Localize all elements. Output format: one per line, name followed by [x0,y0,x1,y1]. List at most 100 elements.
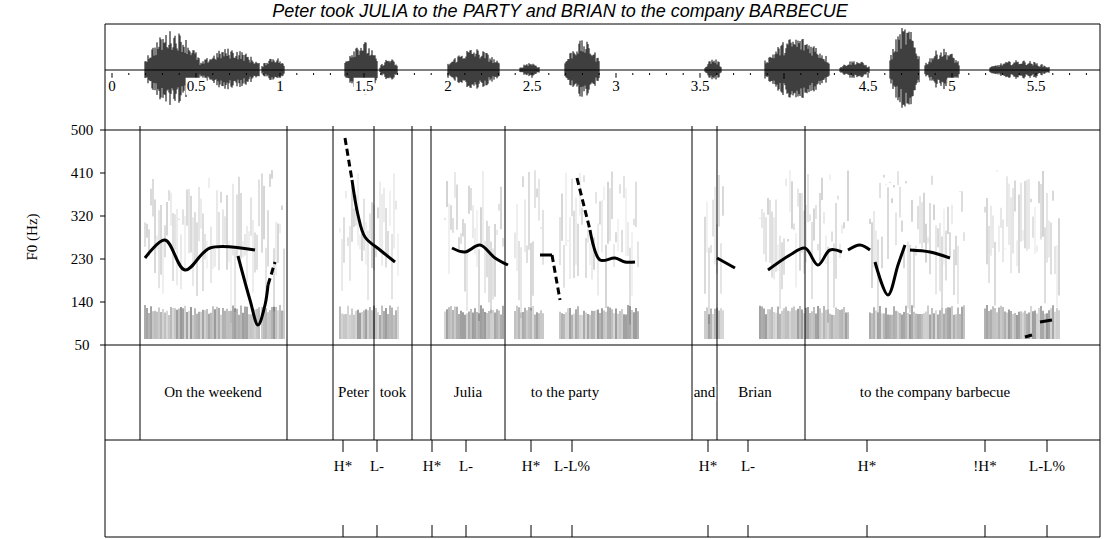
time-tick-label: 5.5 [1026,78,1047,95]
voicing-bar [587,314,589,339]
time-tick [179,73,180,75]
voicing-bar [901,315,903,339]
voicing-bar [998,308,1000,339]
spectrogram-streak [1024,181,1026,248]
spectrogram-streak [1046,193,1048,263]
spectrogram-streak [158,210,160,288]
voicing-bar [212,306,214,339]
voicing-bar [1056,308,1058,339]
spectrogram-streak [526,246,528,263]
voicing-bar [833,315,835,339]
voicing-bar [821,313,823,339]
spectrogram-streak [474,228,476,254]
spectrogram-streak [831,231,833,241]
spectrogram-streak [448,203,450,273]
spectrogram-streak [767,198,769,215]
spectrogram-streak [534,170,536,208]
spectrogram-streak [214,249,216,267]
spectrogram-streak [873,211,875,268]
voicing-bar [829,314,831,339]
voicing-bar [710,309,712,339]
spectrogram-streak [907,242,909,309]
f0-tick-label: 320 [70,208,95,225]
time-tick-label: 0.5 [186,78,207,95]
word-label: On the weekend [163,384,262,401]
spectrogram-streak [482,171,484,248]
spectrogram-streak [585,238,587,278]
spectrogram-streak [635,182,637,227]
f0-tick-label: 50 [74,337,91,354]
word-label: took [379,384,408,401]
spectrogram-streak [194,212,196,264]
word-boundary [287,126,288,440]
time-tick-label: 2.5 [522,78,543,95]
spectrogram-streak [540,227,542,229]
spectrogram-streak [935,225,937,294]
voicing-bar [777,307,779,339]
spectrogram-streak [363,199,365,251]
spectrogram-streak [615,232,617,242]
tone-label: L-L% [553,458,591,475]
spectrogram-streak [369,213,371,238]
spectrogram-streak [589,243,591,265]
spectrogram-streak [619,184,621,193]
voicing-bar [933,313,935,339]
voicing-bar [911,305,913,339]
spectrogram-streak [343,217,345,262]
voicing-bar [458,314,460,339]
voicing-bar [1012,314,1014,339]
voicing-bar [158,307,160,339]
voicing-bar [797,309,799,339]
spectrogram-streak [522,176,524,187]
spectrogram-streak [530,243,532,310]
spectrogram-streak [359,234,361,249]
spectrogram-streak [1038,181,1040,203]
spectrogram-streak [841,225,843,233]
word-label: to the company barbecue [859,384,1011,401]
voicing-bar [935,310,937,339]
voicing-bar [514,311,516,339]
spectrogram-streak [563,245,565,288]
voicing-bar [446,309,448,339]
time-tick-label: 1.5 [354,78,375,95]
voicing-bar [154,311,156,339]
voicing-bar [843,307,845,339]
word-boundary [412,126,413,440]
f0-tick [100,345,105,346]
spectrogram-streak [275,222,277,276]
tone-tick [985,440,986,452]
tone-tick [343,440,344,452]
voicing-bar [905,306,907,339]
voicing-bar [807,307,809,339]
spectrogram-streak [498,204,500,211]
voicing-bar [490,310,492,339]
time-tick [968,73,969,75]
spectrogram-streak [901,220,903,231]
spectrogram-streak [959,191,961,192]
spectrogram-streak [988,226,990,283]
word-boundary [805,126,806,440]
voicing-bar [198,312,200,339]
tone-tick [531,440,532,452]
spectrogram-streak [1042,171,1044,237]
voicing-bar [959,314,961,339]
spectrogram-streak [502,238,504,247]
voicing-bar [498,311,500,339]
voicing-bar [389,305,391,339]
tone-label: !H* [972,458,997,475]
time-tick [145,73,146,75]
spectrogram-streak [799,193,801,271]
voicing-bar [825,310,827,339]
spectrogram-streak [761,209,763,228]
spectrogram-streak [1036,246,1038,252]
voicing-bar [765,314,767,339]
spectrogram-streak [470,188,472,210]
tone-label: H* [422,458,442,475]
voicing-bar [220,315,222,339]
spectrogram-streak [881,237,883,269]
f0-curve [352,180,395,262]
spectrogram-streak [520,247,522,318]
time-tick [162,73,163,75]
voicing-bar [238,315,240,339]
voicing-bar [603,310,605,339]
